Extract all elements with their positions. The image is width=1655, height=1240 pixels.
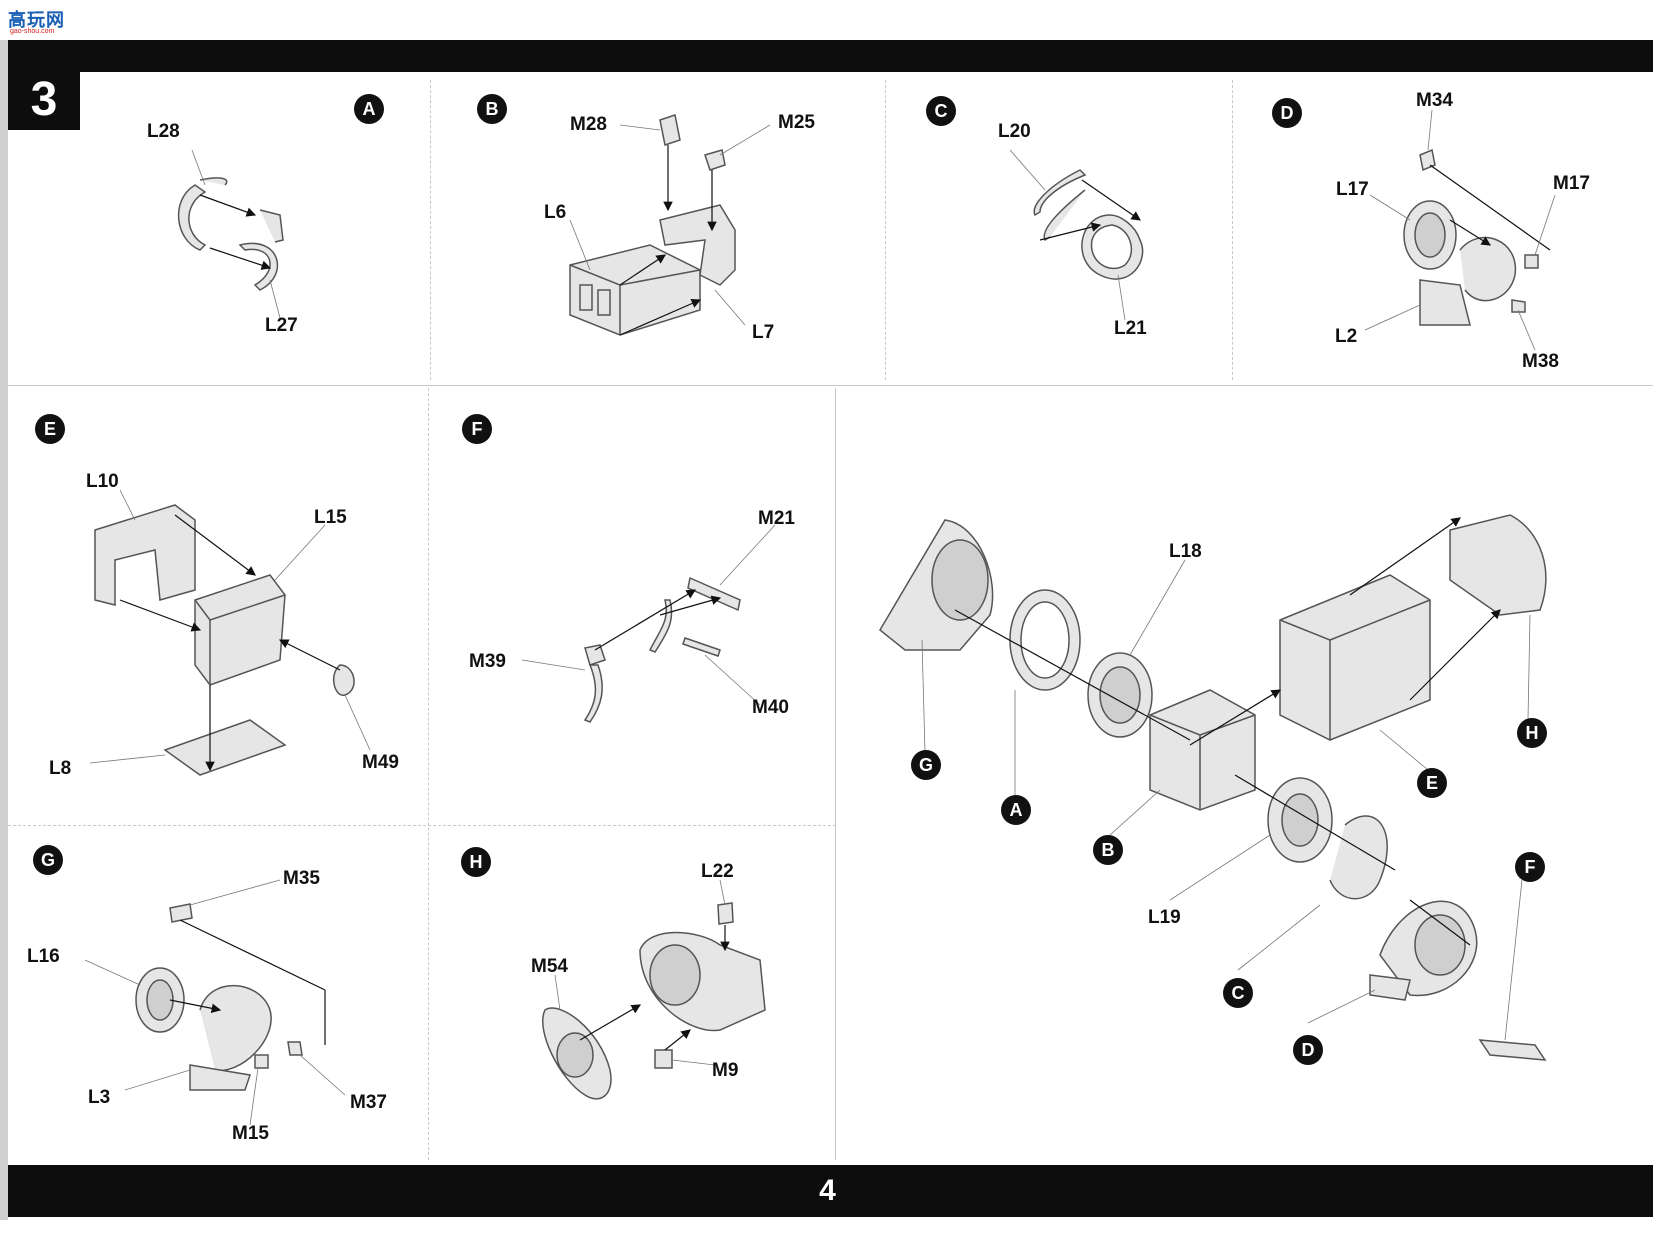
part-label: L18 [1169, 541, 1202, 562]
main-badge-a: A [1001, 795, 1031, 825]
part-label: M17 [1553, 173, 1590, 194]
main-badge-h: H [1517, 718, 1547, 748]
separator-v5 [835, 388, 836, 1160]
panel-b-badge: B [477, 94, 507, 124]
part-label: L28 [147, 121, 180, 142]
part-label: M37 [350, 1092, 387, 1113]
part-label: L8 [49, 758, 72, 779]
page-left-edge [0, 40, 8, 1220]
part-label: L17 [1336, 179, 1369, 200]
panel-c-parts [1033, 169, 1144, 280]
panel-g-badge: G [33, 845, 63, 875]
panel-e-parts [94, 504, 355, 776]
part-label: L16 [27, 946, 60, 967]
site-logo: 高玩网 gao-shou.com [8, 6, 72, 40]
part-label: M25 [778, 112, 815, 133]
panel-d-parts [1403, 148, 1539, 326]
page-number: 4 [819, 1174, 836, 1207]
panel-e-badge: E [35, 414, 65, 444]
main-badge-g: G [911, 750, 941, 780]
main-badge-e: E [1417, 768, 1447, 798]
part-label: L20 [998, 121, 1031, 142]
bottom-bar [8, 1165, 1653, 1217]
panel-c-badge: C [926, 96, 956, 126]
part-label: L10 [86, 471, 119, 492]
part-label: M21 [758, 508, 795, 529]
part-label: M49 [362, 752, 399, 773]
separator-h1 [8, 385, 1653, 386]
panel-a-badge: A [354, 94, 384, 124]
separator-v3 [1232, 80, 1233, 380]
separator-v2 [885, 80, 886, 380]
part-label: M35 [283, 868, 320, 889]
logo-url: gao-shou.com [10, 28, 55, 35]
panel-h-badge: H [461, 847, 491, 877]
part-label: M39 [469, 651, 506, 672]
part-label: M34 [1416, 90, 1453, 111]
part-label: M15 [232, 1123, 269, 1144]
part-label: M40 [752, 697, 789, 718]
panel-b-parts [569, 114, 736, 336]
part-label: L3 [88, 1087, 111, 1108]
panel-a-parts [178, 177, 284, 291]
part-label: L15 [314, 507, 347, 528]
panel-f-parts [583, 576, 741, 723]
part-label: L6 [544, 202, 567, 223]
part-label: M54 [531, 956, 568, 977]
separator-h2 [8, 825, 836, 826]
main-badge-c: C [1223, 978, 1253, 1008]
step-number: 3 [8, 68, 80, 130]
main-assembly-parts [879, 514, 1547, 1061]
part-label: L27 [265, 315, 298, 336]
main-badge-d: D [1293, 1035, 1323, 1065]
part-label: M28 [570, 114, 607, 135]
part-label: L2 [1335, 326, 1358, 347]
part-label: M9 [712, 1060, 739, 1081]
panel-d-badge: D [1272, 98, 1302, 128]
main-badge-f: F [1515, 852, 1545, 882]
panel-h-parts [542, 902, 766, 1100]
separator-v1 [430, 80, 431, 380]
part-label: L19 [1148, 907, 1181, 928]
part-label: L22 [701, 861, 734, 882]
main-badge-b: B [1093, 835, 1123, 865]
part-label: L7 [752, 322, 775, 343]
part-label: L21 [1114, 318, 1147, 339]
panel-g-parts [135, 903, 303, 1091]
panel-f-badge: F [462, 414, 492, 444]
logo-text: 高玩网 [8, 10, 65, 30]
separator-v4 [428, 388, 429, 1160]
top-bar [8, 40, 1653, 72]
part-label: M38 [1522, 351, 1559, 372]
